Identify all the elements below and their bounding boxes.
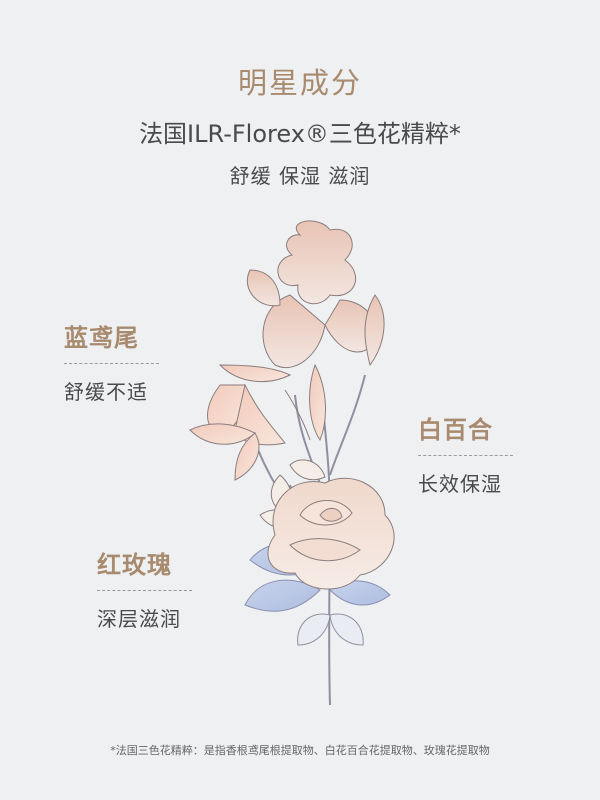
- rose-label: 红玫瑰 深层滋润: [97, 545, 192, 632]
- iris-flower: [246, 220, 385, 369]
- footnote: *法国三色花精粹：是指香根鸢尾根提取物、白花百合花提取物、玫瑰花提取物: [110, 744, 490, 757]
- flower-name: 蓝鸢尾: [64, 324, 139, 352]
- ingredient-name: 法国ILR-Florex®三色花精粹*: [139, 120, 461, 148]
- flower-benefit: 舒缓不适: [64, 380, 148, 404]
- flower-benefit: 深层滋润: [97, 607, 181, 631]
- flower-benefit: 长效保湿: [418, 472, 502, 496]
- benefits-tagline: 舒缓 保湿 滋润: [229, 164, 371, 188]
- lily-flower: [189, 364, 311, 481]
- stem-leaves: [297, 613, 364, 646]
- divider: [418, 455, 513, 456]
- divider: [64, 363, 159, 364]
- flower-name: 白百合: [418, 416, 493, 444]
- rose-flower: [267, 477, 395, 590]
- divider: [97, 590, 192, 591]
- page-title: 明星成分: [237, 66, 362, 100]
- flower-name: 红玫瑰: [97, 551, 172, 579]
- lily-label: 白百合 长效保湿: [418, 410, 513, 497]
- iris-label: 蓝鸢尾 舒缓不适: [64, 318, 159, 405]
- lily-bud: [309, 363, 326, 442]
- flower-bouquet-illustration: [189, 220, 395, 706]
